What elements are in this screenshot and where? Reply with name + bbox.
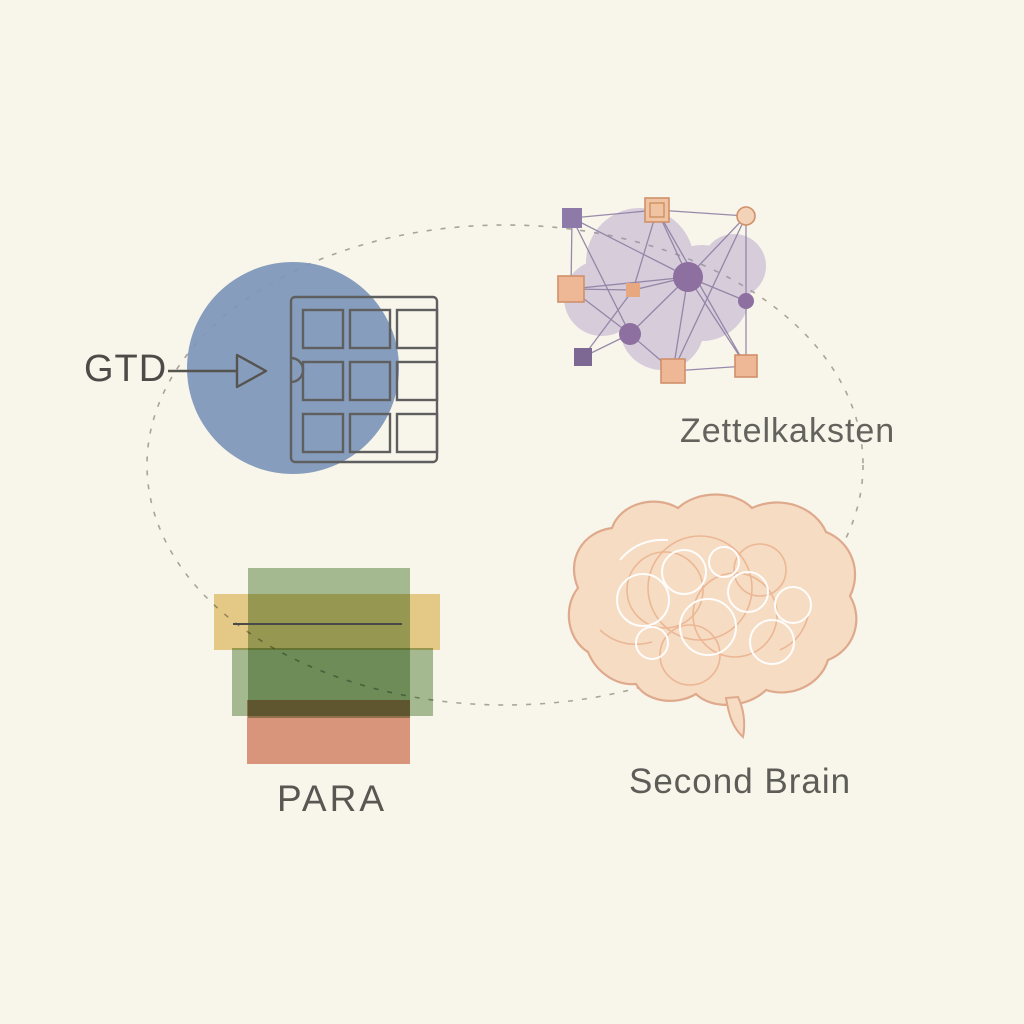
brain-stem: [724, 695, 746, 739]
node-square-purple: [562, 208, 582, 228]
node-circle-purple: [738, 293, 754, 309]
grid-icon: [289, 295, 439, 464]
para-bar-yellow: [214, 594, 440, 650]
dashed-ellipse-connector: [146, 224, 864, 706]
second-brain-label: Second Brain: [629, 762, 852, 801]
zettelkasten-label: Zettelkaksten: [680, 412, 896, 450]
brain-swirls-white: [616, 538, 812, 665]
node-square-orange: [734, 354, 758, 378]
para-bar-red: [247, 700, 410, 764]
node-circle-outline: [736, 206, 756, 226]
circle-grid-icon: [168, 262, 439, 474]
node-circle-purple: [673, 262, 703, 292]
brain-icon: [567, 493, 858, 739]
network-graph-icon: [557, 197, 766, 384]
gtd-label: GTD: [84, 348, 168, 390]
node-square-purple: [574, 348, 592, 366]
node-circle-purple: [619, 323, 641, 345]
node-square-inner: [649, 202, 665, 218]
gtd-circle: [187, 262, 399, 474]
node-square-small: [626, 283, 640, 297]
node-square-orange: [660, 358, 686, 384]
stacked-bars-icon: [214, 568, 440, 764]
arrow-icon: [168, 353, 268, 389]
network-nodes: [557, 197, 758, 384]
node-square-orange: [644, 197, 670, 223]
para-label: PARA: [277, 778, 388, 819]
node-square-orange: [557, 275, 585, 303]
